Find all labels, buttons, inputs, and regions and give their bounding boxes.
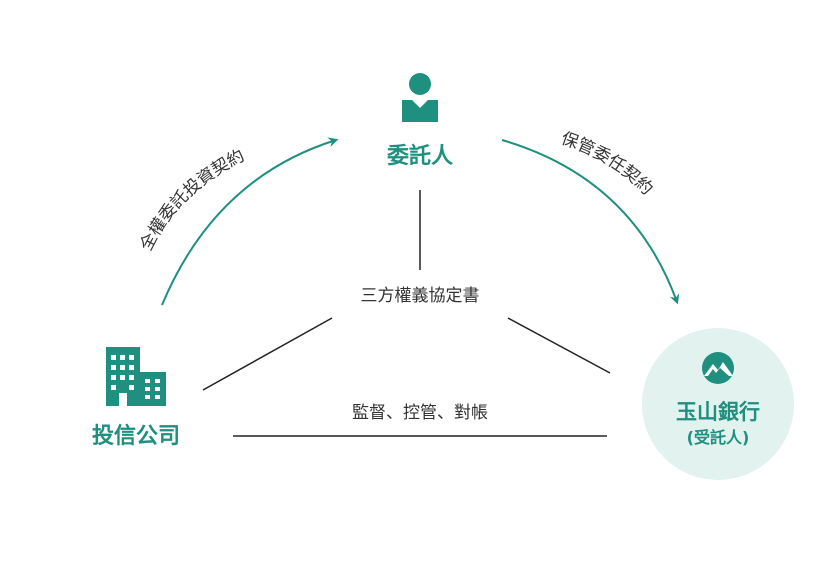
center-agreement-label: 三方權義協定書 <box>361 286 480 306</box>
building-icon <box>106 347 166 406</box>
settlor-label: 委託人 <box>387 143 453 169</box>
fund-company-node: 投信公司 <box>92 347 180 449</box>
right-diagonal-connector <box>507 317 611 374</box>
left-diagonal-connector <box>202 317 333 391</box>
right-curved-arrow <box>501 139 680 305</box>
fund-company-label: 投信公司 <box>92 423 180 449</box>
right-arrow-label: 保管委任契約 <box>558 129 656 199</box>
settlor-node: 委託人 <box>387 73 453 169</box>
person-icon <box>402 73 438 122</box>
bank-label: 玉山銀行 <box>676 400 760 424</box>
left-curved-arrow <box>161 137 339 306</box>
bank-sublabel: (受託人) <box>687 428 750 447</box>
bank-background-circle <box>642 328 794 480</box>
bank-node: 玉山銀行 (受託人) <box>642 328 794 480</box>
mountain-logo-icon <box>702 352 734 384</box>
bottom-relation-label: 監督、控管、對帳 <box>352 403 488 423</box>
